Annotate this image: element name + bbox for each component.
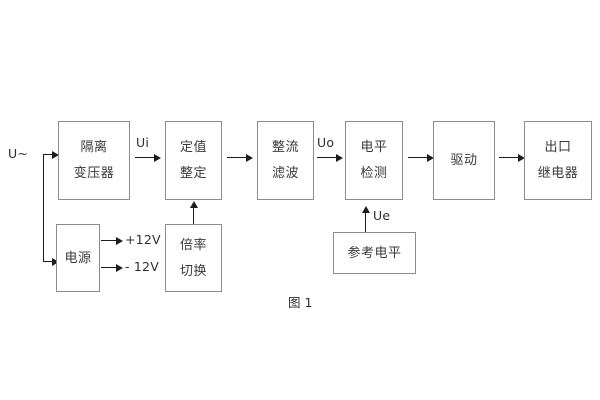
arrow-line-reference-to-leveldetect [365, 212, 366, 232]
block-level-detect[interactable]: 电平 检测 [345, 121, 403, 200]
signal-label-uo: Uo [317, 135, 335, 150]
block-line: 变压器 [73, 166, 115, 181]
arrow-head-leveldetect-to-drive-icon [427, 153, 434, 162]
rail-negative-line [101, 267, 118, 268]
rail-positive-arrow-icon [116, 236, 123, 245]
block-setpoint-adjust[interactable]: 定值 整定 [165, 121, 222, 200]
block-line: 出口 [544, 140, 572, 155]
signal-label-ue: Ue [373, 208, 391, 223]
arrow-line-leveldetect-to-drive [408, 157, 429, 158]
block-multiplier-switch[interactable]: 倍率 切换 [165, 224, 222, 292]
block-power-supply[interactable]: 电源 [56, 224, 100, 292]
block-line: 倍率 [179, 237, 207, 253]
input-label-u-ac: U~ [8, 146, 29, 161]
block-line: 参考电平 [347, 245, 402, 261]
arrow-head-drive-to-outputrelay-icon [518, 153, 525, 162]
arrow-head-reference-to-leveldetect-icon [361, 206, 370, 213]
arrow-line-drive-to-outputrelay [499, 157, 520, 158]
arrow-line-setpoint-to-rectify [227, 157, 248, 158]
block-drive[interactable]: 驱动 [433, 121, 495, 200]
block-line: 定值 [179, 140, 207, 155]
block-line: 切换 [179, 263, 207, 279]
block-line: 整流 [271, 140, 299, 155]
input-branch-bottom-arrow-icon [52, 257, 59, 266]
input-branch-bottom-line [43, 261, 54, 262]
block-line: 电平 [360, 140, 388, 155]
rail-negative-label: - 12V [125, 259, 159, 274]
input-branch-top-line [43, 154, 54, 155]
block-isolation-transformer[interactable]: 隔离 变压器 [58, 121, 130, 200]
arrow-head-transformer-to-setpoint-icon [154, 153, 161, 162]
block-line: 电源 [64, 250, 92, 266]
signal-label-ui: Ui [136, 135, 150, 150]
arrow-head-setpoint-to-rectify-icon [246, 153, 253, 162]
block-line: 滤波 [271, 166, 299, 181]
input-branch-top-arrow-icon [52, 150, 59, 159]
arrow-head-rectify-to-leveldetect-icon [336, 153, 343, 162]
figure-caption: 图 1 [288, 295, 313, 310]
block-line: 检测 [360, 166, 388, 181]
input-bus-vertical-line [43, 154, 44, 261]
block-line: 驱动 [450, 153, 478, 168]
arrow-line-multiplier-to-setpoint [193, 207, 194, 224]
rail-positive-label: +12V [125, 232, 161, 247]
arrow-line-transformer-to-setpoint [135, 157, 156, 158]
rail-negative-arrow-icon [116, 263, 123, 272]
rail-positive-line [101, 240, 118, 241]
block-line: 继电器 [537, 166, 579, 181]
block-rectify-filter[interactable]: 整流 滤波 [257, 121, 314, 200]
block-line: 整定 [179, 166, 207, 181]
block-output-relay[interactable]: 出口 继电器 [524, 121, 592, 200]
arrow-line-rectify-to-leveldetect [317, 157, 338, 158]
block-reference-level[interactable]: 参考电平 [333, 232, 416, 274]
arrow-head-multiplier-to-setpoint-icon [189, 201, 198, 208]
block-line: 隔离 [80, 140, 108, 155]
